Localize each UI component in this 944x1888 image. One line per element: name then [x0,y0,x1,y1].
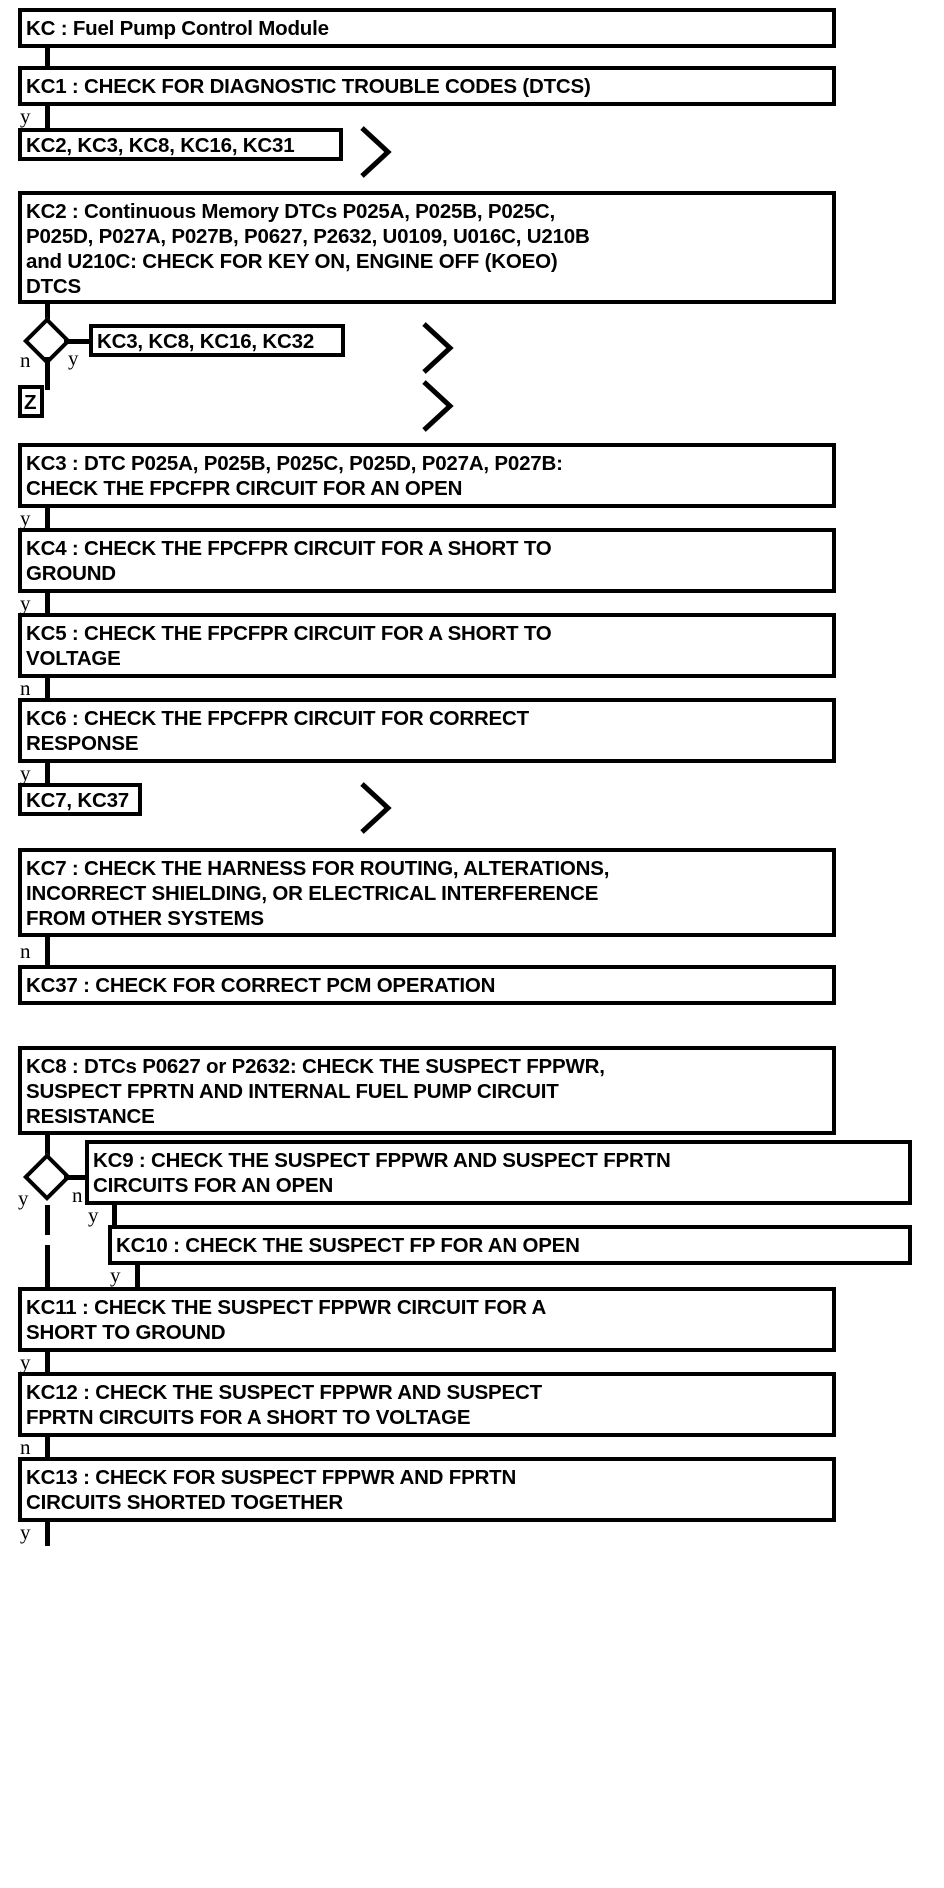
connector-KC12-to-KC13 [45,1435,50,1459]
connector-KC7-to-KC37 [45,935,50,967]
branch-label-kc12-n: n [20,1435,31,1459]
connector-KC4-to-KC5 [45,591,50,615]
branch-label-kc8-n: n [72,1183,83,1207]
connector-KC8-to-diamond2 [45,1133,50,1164]
connector-KC-to-KC1 [45,46,50,68]
node-KC12[interactable]: KC12 : CHECK THE SUSPECT FPPWR AND SUSPE… [18,1372,836,1437]
offpage-marker-3 [420,378,454,434]
connector-KC3-to-KC4 [45,506,50,530]
node-KC8[interactable]: KC8 : DTCs P0627 or P2632: CHECK THE SUS… [18,1046,836,1135]
node-KC6[interactable]: KC6 : CHECK THE FPCFPR CIRCUIT FOR CORRE… [18,698,836,763]
connector-diamond2-y-to-KC11 [45,1205,50,1235]
branch-label-kc10-y: y [110,1263,121,1287]
node-KC1[interactable]: KC1 : CHECK FOR DIAGNOSTIC TROUBLE CODES… [18,66,836,106]
branch-label-kc4-y: y [20,591,31,615]
branch-label-kc13-y: y [20,1520,31,1544]
node-KC13[interactable]: KC13 : CHECK FOR SUSPECT FPPWR AND FPRTN… [18,1457,836,1522]
connector-KC13-out [45,1520,50,1546]
branch-label-kc5-n: n [20,676,31,700]
branch-label-kc3-y: y [20,506,31,530]
connector-diamond1-to-ref2 [64,339,92,344]
offpage-marker-2 [420,320,454,376]
connector-KC11-to-KC12 [45,1350,50,1374]
branch-label-kc8-y: y [18,1186,29,1210]
offpage-marker-1 [358,124,392,180]
node-KC37[interactable]: KC37 : CHECK FOR CORRECT PCM OPERATION [18,965,836,1005]
node-KC2[interactable]: KC2 : Continuous Memory DTCs P025A, P025… [18,191,836,304]
offpage-marker-4 [358,780,392,836]
node-KC[interactable]: KC : Fuel Pump Control Module [18,8,836,48]
branch-label-kc11-y: y [20,1350,31,1374]
connector-KC10-to-KC11 [135,1263,140,1289]
reference-box-1[interactable]: KC2, KC3, KC8, KC16, KC31 [18,128,343,161]
branch-label-kc1-y: y [20,104,31,128]
connector-KC5-to-KC6 [45,676,50,700]
reference-box-4[interactable]: KC7, KC37 [18,783,142,816]
node-KC10[interactable]: KC10 : CHECK THE SUSPECT FP FOR AN OPEN [108,1225,912,1265]
reference-box-2[interactable]: KC3, KC8, KC16, KC32 [89,324,345,357]
node-KC9[interactable]: KC9 : CHECK THE SUSPECT FPPWR AND SUSPEC… [85,1140,912,1205]
reference-box-3[interactable]: Z [18,385,44,418]
connector-KC9-to-KC10 [112,1203,117,1227]
connector-diamond2-y-to-KC11-b [45,1245,50,1315]
connector-diamond2-to-KC9 [64,1175,88,1180]
node-KC11[interactable]: KC11 : CHECK THE SUSPECT FPPWR CIRCUIT F… [18,1287,836,1352]
node-KC7[interactable]: KC7 : CHECK THE HARNESS FOR ROUTING, ALT… [18,848,836,937]
connector-KC1-to-ref1 [45,104,50,130]
branch-label-kc6-y: y [20,761,31,785]
connector-KC6-to-ref4 [45,761,50,785]
connector-diamond1-to-Z [45,357,50,390]
branch-label-kc2-n: n [20,348,31,372]
branch-label-kc7-n: n [20,939,31,963]
branch-label-kc2-y: y [68,346,79,370]
node-KC4[interactable]: KC4 : CHECK THE FPCFPR CIRCUIT FOR A SHO… [18,528,836,593]
node-KC5[interactable]: KC5 : CHECK THE FPCFPR CIRCUIT FOR A SHO… [18,613,836,678]
node-KC3[interactable]: KC3 : DTC P025A, P025B, P025C, P025D, P0… [18,443,836,508]
branch-label-kc9-y: y [88,1203,99,1227]
connector-KC2-to-diamond1 [45,302,50,328]
